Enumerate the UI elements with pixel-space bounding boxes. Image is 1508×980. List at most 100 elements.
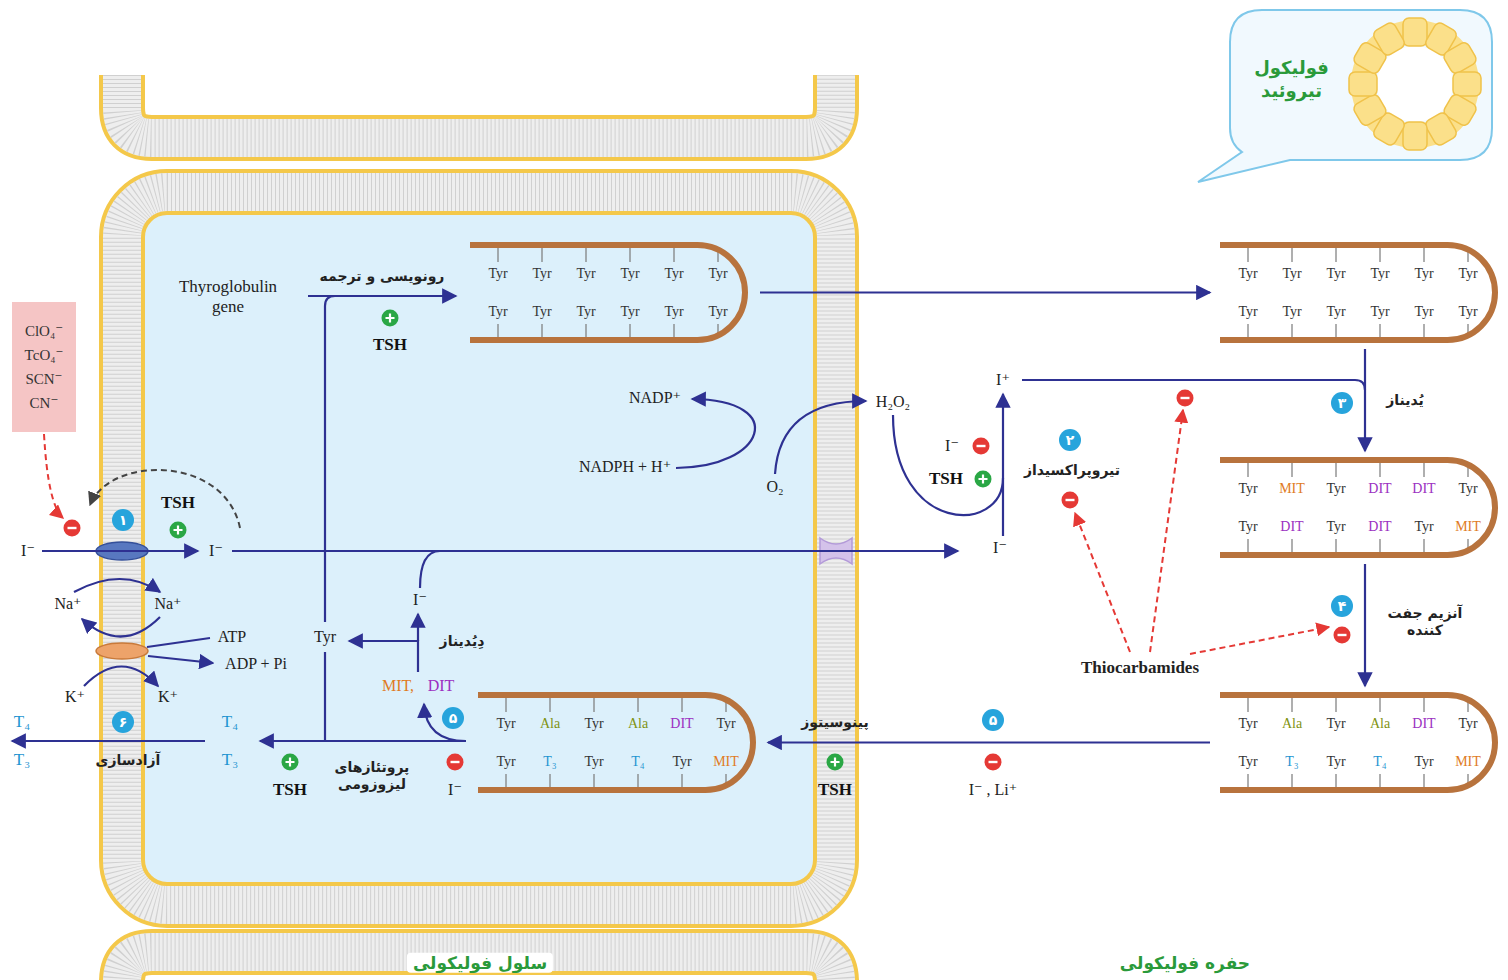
residue: MIT bbox=[1448, 518, 1488, 536]
inhibition-arrows bbox=[1075, 513, 1130, 652]
lower-cell-membrane bbox=[122, 952, 836, 980]
label-text: Thyroglobulin gene bbox=[168, 277, 288, 318]
follicle-ring bbox=[1352, 93, 1388, 128]
residue-stem bbox=[505, 697, 506, 712]
label-text: TSH bbox=[273, 780, 307, 800]
label-text: K⁺ bbox=[65, 687, 85, 706]
residue-row: TyrTyrTyrTyrTyrTyr bbox=[478, 265, 742, 283]
label-text: H₂O₂ bbox=[876, 392, 910, 411]
residue-row: TyrDITTyrDITTyrMIT bbox=[1228, 518, 1492, 536]
residue: Tyr bbox=[1448, 303, 1488, 321]
follicle-ring bbox=[1453, 72, 1481, 96]
residue: Tyr bbox=[1228, 715, 1268, 733]
residue: MIT bbox=[1448, 753, 1488, 771]
label-text: Thiocarbamides bbox=[1081, 658, 1199, 678]
residue-stem bbox=[497, 247, 498, 262]
protein-backbone bbox=[470, 245, 745, 340]
pathway-arrows bbox=[82, 617, 160, 637]
callout-number: ۵ bbox=[442, 707, 464, 729]
residue-stem bbox=[1423, 539, 1424, 553]
residue: Tyr bbox=[1272, 265, 1312, 283]
label-text: I⁻ bbox=[945, 436, 959, 455]
edge-label: آنزیم جفت کننده bbox=[1380, 605, 1470, 639]
protein-backbone bbox=[1220, 460, 1495, 555]
follicle-ring bbox=[1442, 41, 1478, 76]
residue: DIT bbox=[662, 715, 702, 733]
residue-stem bbox=[1247, 462, 1248, 477]
label-text: DIT bbox=[428, 676, 455, 695]
edge-label: یُدیناز bbox=[1386, 392, 1424, 409]
residue-stem bbox=[1335, 324, 1336, 338]
label-text: Na⁺ bbox=[54, 594, 81, 613]
label-text: دِیُدیناز bbox=[440, 633, 485, 650]
pathway-arrows bbox=[260, 740, 465, 742]
residue-stem bbox=[1379, 539, 1380, 553]
callout-number: ۴ bbox=[1331, 595, 1353, 617]
flow-arrow bbox=[760, 291, 1210, 293]
residue: Tyr bbox=[522, 303, 562, 321]
residue-stem bbox=[1423, 324, 1424, 338]
residue: T₄ bbox=[618, 753, 658, 771]
label-text: NADP⁺ bbox=[629, 388, 681, 407]
residue-stem bbox=[1423, 247, 1424, 262]
residue: Tyr bbox=[574, 753, 614, 771]
residue: Tyr bbox=[1316, 480, 1356, 498]
residue-stem bbox=[1291, 247, 1292, 262]
pathway-arrows bbox=[84, 667, 158, 687]
callout-number: ۳ bbox=[1331, 392, 1353, 414]
inhibition-arrows bbox=[44, 434, 63, 518]
label-text: TSH bbox=[818, 780, 852, 800]
label-text: تیروپراکسیداز bbox=[1024, 462, 1120, 479]
residue: Tyr bbox=[566, 265, 606, 283]
label-text: ADP + Pi bbox=[225, 654, 287, 673]
residue: DIT bbox=[1404, 715, 1444, 733]
membrane-proteins bbox=[96, 538, 852, 659]
pathway-arrows bbox=[148, 656, 213, 663]
residue: Tyr bbox=[1228, 753, 1268, 771]
residue-stem bbox=[1335, 462, 1336, 477]
protein-backbone bbox=[1220, 695, 1495, 790]
residue-stem bbox=[681, 697, 682, 712]
residue-stem bbox=[629, 247, 630, 262]
label-text: T₃ bbox=[222, 750, 238, 770]
residue-stem bbox=[681, 774, 682, 788]
label-text: NADPH + H⁺ bbox=[579, 457, 671, 476]
label-text: I⁻ bbox=[21, 541, 35, 560]
callout-number: ۴ bbox=[1331, 595, 1353, 617]
label-text: I⁻ , Li⁺ bbox=[969, 780, 1017, 799]
residue: DIT bbox=[1404, 480, 1444, 498]
follicular-cell bbox=[122, 192, 836, 905]
label-text: Thyroglobulin gene bbox=[168, 277, 288, 318]
inhibitor-name: ClO₄⁻ bbox=[25, 319, 63, 343]
lower-cell-membrane bbox=[122, 952, 836, 980]
residue: Tyr bbox=[1228, 303, 1268, 321]
inhibitor-name: CN⁻ bbox=[30, 391, 59, 415]
label-text: سلول فولیکولی bbox=[407, 953, 553, 973]
label-text: حفره فولیکولی bbox=[1114, 953, 1256, 973]
minus-signs bbox=[64, 390, 1351, 771]
pathway-arrows bbox=[676, 399, 755, 468]
residue-stem bbox=[1335, 774, 1336, 788]
residue: T₃ bbox=[1272, 753, 1312, 771]
residue: Tyr bbox=[1404, 518, 1444, 536]
residue-stem bbox=[585, 247, 586, 262]
residue: Ala bbox=[1272, 715, 1312, 733]
residue: Tyr bbox=[478, 265, 518, 283]
minus-signs bbox=[985, 754, 1002, 771]
label-text: TSH bbox=[929, 469, 963, 489]
lower-cell-membrane bbox=[122, 952, 836, 980]
label-text: H₂O₂ bbox=[876, 392, 910, 411]
label-text: T₄ bbox=[222, 712, 238, 732]
minus-signs bbox=[973, 438, 990, 455]
residue-stem bbox=[673, 247, 674, 262]
speech-bubble: فولیکول تیروئید bbox=[1230, 10, 1492, 160]
residue: Tyr bbox=[1316, 753, 1356, 771]
label-text: I⁻ bbox=[413, 590, 427, 609]
protein-backbone bbox=[1220, 245, 1495, 340]
callout-number: ۵ bbox=[982, 709, 1004, 731]
label-text: TSH bbox=[929, 469, 963, 489]
callout-number: ۳ bbox=[1331, 392, 1353, 414]
